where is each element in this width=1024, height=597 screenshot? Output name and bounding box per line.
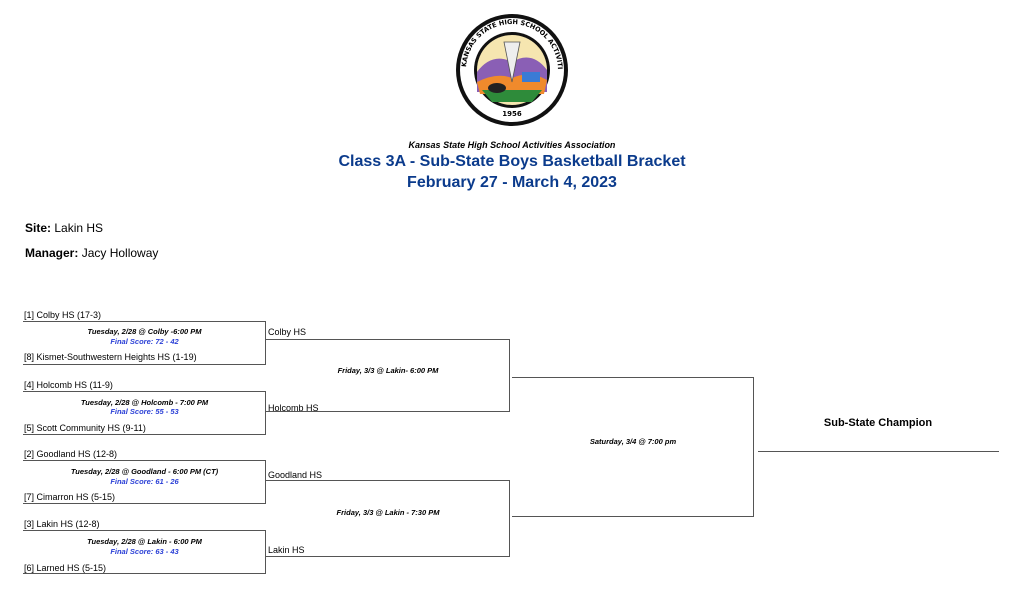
page-title: Class 3A - Sub-State Boys Basketball Bra…: [338, 153, 686, 170]
semi-2-info: Friday, 3/3 @ Lakin - 7:30 PM: [336, 508, 440, 517]
bracket-line: [266, 411, 510, 412]
seed-7-team: [7] Cimarron HS (5-15): [24, 492, 116, 502]
seed-6-team: [6] Larned HS (5-15): [24, 563, 107, 573]
bracket-line: [265, 530, 266, 573]
round1-game-2-score: Final Score: 55 - 53: [110, 407, 179, 416]
round1-game-3-score: Final Score: 61 - 26: [110, 477, 179, 486]
seed-5-team: [5] Scott Community HS (9-11): [24, 423, 146, 433]
bracket-line: [266, 339, 510, 340]
bracket-line: [266, 556, 510, 557]
round1-game-2-info: Tuesday, 2/28 @ Holcomb - 7:00 PM: [80, 398, 209, 407]
logo-year: 1956: [502, 110, 522, 118]
bracket-line: [509, 339, 510, 411]
seed-2-team: [2] Goodland HS (12-8): [24, 449, 118, 459]
bracket-line: [265, 391, 266, 434]
round1-game-1-info: Tuesday, 2/28 @ Colby -6:00 PM: [87, 327, 202, 336]
org-name: Kansas State High School Activities Asso…: [408, 140, 616, 150]
bracket-line: [266, 480, 510, 481]
champion-line: [758, 451, 999, 452]
round1-game-1-score: Final Score: 72 - 42: [110, 337, 179, 346]
bracket-line: [512, 377, 754, 378]
seed-4-team: [4] Holcomb HS (11-9): [24, 380, 113, 390]
bracket-line: [265, 321, 266, 364]
manager-info: Manager: Jacy Holloway: [25, 246, 158, 260]
khsaa-seal-logo: 1956 KANSAS STATE HIGH SCHOOL ACTIVITIES…: [452, 12, 568, 126]
final-info: Saturday, 3/4 @ 7:00 pm: [589, 437, 677, 446]
semi-1-bottom-team: Holcomb HS: [268, 403, 319, 413]
champion-label: Sub-State Champion: [823, 417, 933, 429]
seed-3-team: [3] Lakin HS (12-8): [24, 519, 100, 529]
round1-game-3-info: Tuesday, 2/28 @ Goodland - 6:00 PM (CT): [70, 467, 219, 476]
manager-label: Manager:: [25, 246, 79, 260]
bracket-line: [23, 460, 266, 461]
round1-game-4-info: Tuesday, 2/28 @ Lakin - 6:00 PM: [87, 537, 202, 546]
bracket-line: [23, 434, 266, 435]
semi-2-bottom-team: Lakin HS: [268, 545, 305, 555]
round1-game-4-score: Final Score: 63 - 43: [110, 547, 179, 556]
semi-1-info: Friday, 3/3 @ Lakin- 6:00 PM: [337, 366, 439, 375]
bracket-line: [23, 391, 266, 392]
seed-8-team: [8] Kismet-Southwestern Heights HS (1-19…: [24, 352, 197, 362]
site-info: Site: Lakin HS: [25, 221, 103, 235]
bracket-line: [512, 516, 754, 517]
bracket-line: [265, 460, 266, 503]
bracket-line: [509, 480, 510, 556]
semi-1-top-team: Colby HS: [268, 327, 307, 337]
bracket-line: [753, 377, 754, 516]
site-value: Lakin HS: [54, 221, 104, 235]
bracket-line: [23, 530, 266, 531]
bracket-line: [23, 573, 266, 574]
date-range: February 27 - March 4, 2023: [407, 174, 617, 191]
semi-2-top-team: Goodland HS: [268, 470, 323, 480]
seed-1-team: [1] Colby HS (17-3): [24, 310, 102, 320]
site-label: Site:: [25, 221, 52, 235]
bracket-line: [23, 503, 266, 504]
bracket-line: [23, 364, 266, 365]
bracket-line: [23, 321, 266, 322]
manager-value: Jacy Holloway: [81, 246, 159, 260]
